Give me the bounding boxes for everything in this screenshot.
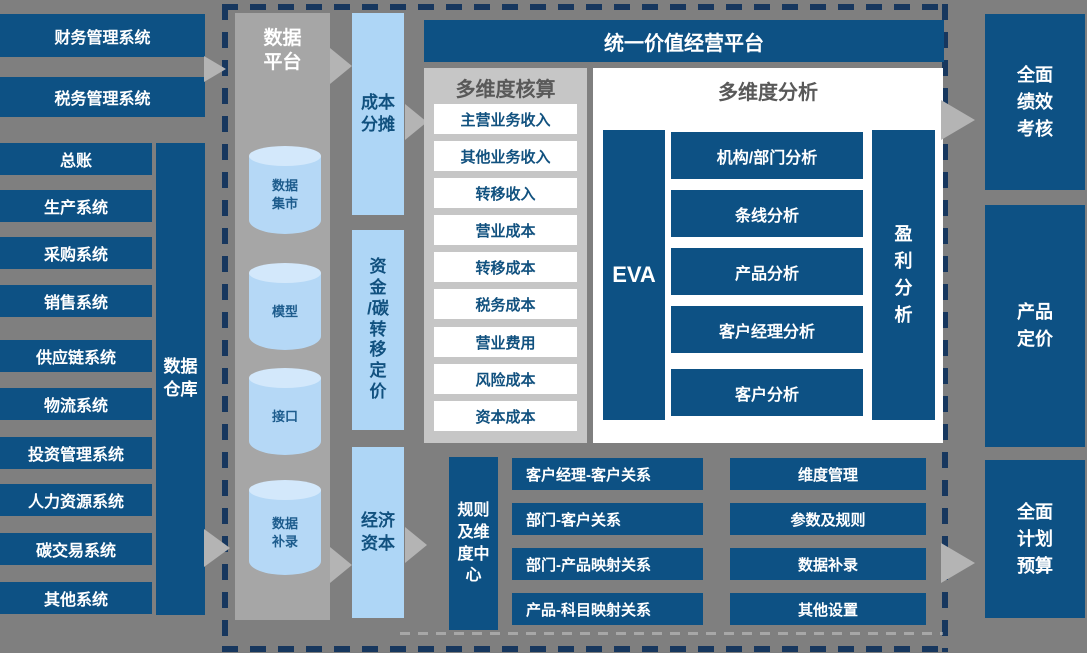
accounting-item: 转移收入 [434, 178, 577, 208]
banner-title: 统一价值经营平台 [424, 20, 944, 62]
profit-analysis-bar: 盈 利 分 析 [872, 130, 935, 420]
flow-arrow-icon [405, 104, 427, 140]
accounting-item: 主营业务收入 [434, 104, 577, 134]
eva-bar: EVA [603, 130, 665, 420]
accounting-item: 其他业务收入 [434, 141, 577, 171]
engine-bar-economic-capital: 经济 资本 [352, 447, 404, 618]
flow-arrow-icon [330, 547, 352, 583]
setting-item: 数据补录 [730, 548, 926, 580]
accounting-panel: 多维度核算 主营业务收入 其他业务收入 转移收入 营业成本 转移成本 税务成本 … [424, 68, 587, 443]
cylinder-label: 数据 集市 [271, 178, 298, 211]
source-system-box: 供应链系统 [0, 340, 152, 372]
output-box-performance-appraisal: 全面 绩效 考核 [985, 14, 1085, 190]
analysis-item: 机构/部门分析 [671, 132, 863, 179]
accounting-item: 风险成本 [434, 364, 577, 394]
accounting-item: 资本成本 [434, 401, 577, 431]
source-system-box: 物流系统 [0, 388, 152, 420]
setting-item: 参数及规则 [730, 503, 926, 535]
source-system-box: 人力资源系统 [0, 484, 152, 516]
analysis-panel-title: 多维度分析 [718, 82, 818, 104]
cylinder-interface: 接口 [249, 368, 321, 455]
source-system-box: 采购系统 [0, 237, 152, 269]
accounting-item: 转移成本 [434, 252, 577, 282]
flow-arrow-icon [330, 48, 352, 84]
rules-section-dashed-divider [400, 632, 943, 635]
source-system-box: 生产系统 [0, 190, 152, 222]
source-system-box: 销售系统 [0, 285, 152, 317]
flow-arrow-icon [941, 100, 975, 140]
analysis-item: 客户经理分析 [671, 306, 863, 353]
dashed-border-left [222, 4, 228, 652]
accounting-item: 营业费用 [434, 327, 577, 357]
analysis-item: 客户分析 [671, 369, 863, 416]
source-system-box: 碳交易系统 [0, 533, 152, 565]
accounting-panel-title: 多维度核算 [455, 79, 556, 101]
setting-item: 维度管理 [730, 458, 926, 490]
flow-arrow-icon [405, 527, 427, 563]
output-box-product-pricing: 产品 定价 [985, 205, 1085, 447]
source-system-box: 投资管理系统 [0, 437, 152, 469]
source-system-box: 税务管理系统 [0, 77, 205, 117]
engine-bar-transfer-pricing: 资 金 /碳 转 移 定 价 [352, 230, 404, 430]
cylinder-data-supplement: 数据 补录 [249, 480, 321, 575]
dashed-border-bottom [222, 646, 948, 652]
flow-arrow-icon [941, 543, 975, 583]
output-box-planning-budget: 全面 计划 预算 [985, 460, 1085, 618]
cylinder-label: 数据 补录 [271, 515, 298, 549]
dashed-border-right [942, 4, 948, 652]
engine-bar-cost-allocation: 成本 分摊 [352, 13, 404, 215]
data-warehouse-bar: 数据 仓库 [156, 143, 205, 615]
data-platform-title: 数据 平台 [263, 28, 302, 73]
accounting-item: 税务成本 [434, 289, 577, 319]
rules-center-bar: 规则 及维 度中 心 [449, 457, 498, 630]
cylinder-data-mart: 数据 集市 [249, 146, 321, 234]
source-system-box: 其他系统 [0, 582, 152, 614]
flow-arrow-icon [204, 529, 230, 567]
source-system-box: 财务管理系统 [0, 14, 205, 57]
relation-item: 部门-客户关系 [512, 503, 703, 535]
accounting-item: 营业成本 [434, 215, 577, 245]
analysis-item: 产品分析 [671, 248, 863, 295]
relation-item: 部门-产品映射关系 [512, 548, 703, 580]
cylinder-model: 模型 [249, 263, 321, 350]
cylinder-label: 模型 [271, 303, 298, 319]
source-system-box: 总账 [0, 143, 152, 175]
cylinder-label: 接口 [271, 408, 298, 424]
setting-item: 其他设置 [730, 593, 926, 625]
analysis-item: 条线分析 [671, 190, 863, 237]
flow-arrow-icon [204, 56, 226, 82]
dashed-border-top [222, 4, 948, 10]
relation-item: 产品-科目映射关系 [512, 593, 703, 625]
relation-item: 客户经理-客户关系 [512, 458, 703, 490]
analysis-panel: 多维度分析 EVA 机构/部门分析 条线分析 产品分析 客户经理分析 客户分析 … [593, 68, 943, 443]
